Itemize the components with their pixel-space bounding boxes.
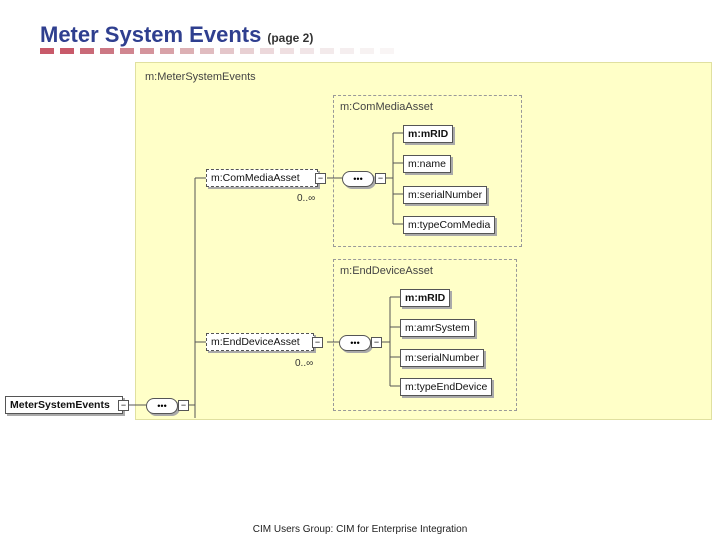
end-device-multiplicity: 0..∞ bbox=[295, 358, 314, 369]
title-decoration bbox=[40, 48, 394, 54]
end-device-sequence-compositor[interactable]: ••• bbox=[339, 335, 371, 351]
collapse-root-sequence-button[interactable]: − bbox=[178, 400, 189, 411]
container-label: m:MeterSystemEvents bbox=[145, 71, 256, 83]
footer-text: CIM Users Group: CIM for Enterprise Inte… bbox=[252, 524, 468, 535]
root-element-label: MeterSystemEvents bbox=[10, 399, 110, 411]
end-device-child-amr-system[interactable]: m:amrSystem bbox=[400, 319, 475, 337]
child-label: m:typeComMedia bbox=[408, 219, 491, 231]
child-label: m:serialNumber bbox=[405, 352, 480, 364]
child-label: m:typeEndDevice bbox=[405, 381, 488, 393]
sequence-symbol: ••• bbox=[353, 174, 363, 184]
collapse-root-button[interactable]: − bbox=[118, 400, 129, 411]
collapse-com-media-sequence-button[interactable]: − bbox=[375, 173, 386, 184]
element-com-media-asset[interactable]: m:ComMediaAsset bbox=[206, 169, 318, 187]
end-device-group-label: m:EndDeviceAsset bbox=[340, 265, 433, 277]
child-label: m:mRID bbox=[405, 292, 446, 304]
com-media-group-label: m:ComMediaAsset bbox=[340, 101, 433, 113]
child-label: m:amrSystem bbox=[405, 322, 470, 334]
page-title: Meter System Events (page 2) bbox=[40, 22, 313, 48]
com-media-child-mrid[interactable]: m:mRID bbox=[403, 125, 454, 143]
collapse-end-device-button[interactable]: − bbox=[312, 337, 323, 348]
com-media-child-serial-number[interactable]: m:serialNumber bbox=[403, 186, 488, 204]
collapse-end-device-sequence-button[interactable]: − bbox=[371, 337, 382, 348]
sequence-symbol: ••• bbox=[157, 401, 167, 411]
child-label: m:serialNumber bbox=[408, 189, 483, 201]
root-sequence-compositor[interactable]: ••• bbox=[146, 398, 178, 414]
child-label: m:name bbox=[408, 158, 446, 170]
com-media-child-type-com-media[interactable]: m:typeComMedia bbox=[403, 216, 496, 234]
element-end-device-asset[interactable]: m:EndDeviceAsset bbox=[206, 333, 314, 351]
com-media-multiplicity: 0..∞ bbox=[297, 193, 316, 204]
end-device-asset-group bbox=[333, 259, 517, 411]
root-element-meter-system-events[interactable]: MeterSystemEvents bbox=[5, 396, 123, 414]
child-label: m:mRID bbox=[408, 128, 449, 140]
collapse-com-media-button[interactable]: − bbox=[315, 173, 326, 184]
com-media-asset-group bbox=[333, 95, 522, 247]
end-device-child-type-end-device[interactable]: m:typeEndDevice bbox=[400, 378, 493, 396]
title-subtitle: (page 2) bbox=[267, 31, 314, 45]
com-media-sequence-compositor[interactable]: ••• bbox=[342, 171, 374, 187]
end-device-child-mrid[interactable]: m:mRID bbox=[400, 289, 451, 307]
title-text: Meter System Events bbox=[40, 22, 262, 47]
com-media-child-name[interactable]: m:name bbox=[403, 155, 451, 173]
end-device-child-serial-number[interactable]: m:serialNumber bbox=[400, 349, 485, 367]
sequence-symbol: ••• bbox=[350, 338, 360, 348]
com-media-element-label: m:ComMediaAsset bbox=[211, 172, 300, 184]
end-device-element-label: m:EndDeviceAsset bbox=[211, 336, 300, 348]
